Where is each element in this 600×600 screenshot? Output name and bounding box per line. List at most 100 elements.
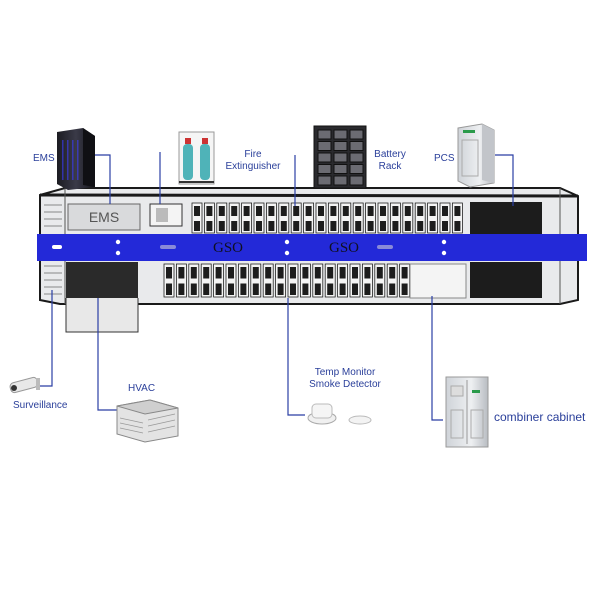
battery-module-slot bbox=[240, 283, 247, 295]
blue-band: GSO GSO bbox=[37, 234, 587, 261]
battery-module-slot bbox=[305, 206, 312, 216]
container-combiner bbox=[409, 263, 467, 299]
battery-module-slot bbox=[194, 221, 200, 231]
battery-module-slot bbox=[389, 283, 396, 295]
battery-module-slot bbox=[178, 283, 185, 295]
battery-module-slot bbox=[442, 206, 448, 216]
battery-module-slot bbox=[190, 283, 197, 295]
leader-surveillance bbox=[40, 290, 53, 387]
battery-module-slot bbox=[203, 283, 210, 295]
battery-racks-bottom bbox=[163, 263, 435, 298]
battery-module bbox=[188, 263, 200, 298]
battery-module bbox=[278, 202, 290, 234]
label-ems: EMS bbox=[33, 153, 55, 164]
battery-rack-cell bbox=[349, 164, 364, 174]
label-pcs: PCS bbox=[434, 153, 455, 164]
battery-racks-top bbox=[191, 202, 463, 234]
gso-left: GSO bbox=[213, 240, 243, 256]
battery-module-slot bbox=[330, 206, 337, 216]
battery-module-slot bbox=[218, 221, 225, 231]
pcs-cabinet-icon bbox=[457, 123, 495, 188]
battery-module-slot bbox=[417, 206, 424, 216]
leader-lines bbox=[40, 152, 514, 421]
battery-rack-cell bbox=[317, 152, 332, 163]
battery-module-slot bbox=[442, 221, 448, 231]
battery-module-slot bbox=[318, 206, 324, 216]
battery-module-slot bbox=[401, 283, 408, 295]
battery-module-slot bbox=[215, 283, 222, 295]
battery-module-slot bbox=[231, 206, 238, 216]
battery-module-slot bbox=[256, 221, 262, 231]
battery-rack-cell bbox=[333, 152, 348, 163]
battery-module-slot bbox=[376, 267, 383, 279]
battery-module-slot bbox=[352, 267, 358, 279]
battery-module-slot bbox=[290, 283, 296, 295]
battery-module-slot bbox=[228, 267, 234, 279]
battery-rack-cell bbox=[317, 164, 332, 174]
battery-module-slot bbox=[280, 206, 287, 216]
battery-module-slot bbox=[166, 283, 172, 295]
battery-module bbox=[451, 202, 463, 234]
battery-module-slot bbox=[364, 267, 371, 279]
battery-rack-icon bbox=[313, 125, 367, 189]
hvac-extension bbox=[65, 298, 139, 333]
battery-module-slot bbox=[166, 267, 172, 279]
battery-module-slot bbox=[302, 267, 309, 279]
battery-module bbox=[253, 202, 265, 234]
battery-module-slot bbox=[290, 267, 296, 279]
battery-module-slot bbox=[367, 206, 374, 216]
leader-hvac bbox=[97, 298, 117, 411]
battery-module-slot bbox=[392, 221, 399, 231]
battery-module-slot bbox=[293, 206, 300, 216]
battery-rack-cell bbox=[333, 141, 348, 151]
battery-rack-cell bbox=[349, 175, 364, 186]
battery-module-slot bbox=[203, 267, 210, 279]
battery-module bbox=[290, 202, 302, 234]
smoke-detector-icon bbox=[307, 403, 372, 425]
container-pcs bbox=[470, 202, 542, 234]
battery-module-slot bbox=[305, 221, 312, 231]
battery-module bbox=[361, 263, 373, 298]
battery-module-slot bbox=[252, 283, 259, 295]
battery-module-slot bbox=[454, 221, 461, 231]
battery-module bbox=[265, 202, 277, 234]
battery-rack-cell bbox=[317, 129, 332, 140]
battery-module bbox=[228, 202, 240, 234]
battery-module bbox=[349, 263, 361, 298]
battery-module bbox=[324, 263, 336, 298]
battery-module bbox=[200, 263, 212, 298]
label-surveillance: Surveillance bbox=[13, 400, 68, 411]
battery-module-slot bbox=[380, 206, 386, 216]
battery-module-slot bbox=[265, 267, 272, 279]
battery-module-slot bbox=[277, 267, 284, 279]
battery-module bbox=[337, 263, 349, 298]
gso-right: GSO bbox=[329, 240, 359, 256]
battery-rack-cell bbox=[349, 129, 364, 140]
hvac-unit-icon bbox=[116, 399, 179, 443]
battery-module bbox=[352, 202, 364, 234]
battery-module bbox=[225, 263, 237, 298]
battery-module-slot bbox=[454, 206, 461, 216]
battery-module-slot bbox=[206, 206, 213, 216]
battery-module-slot bbox=[228, 283, 234, 295]
battery-module-slot bbox=[215, 267, 222, 279]
battery-module bbox=[315, 202, 327, 234]
battery-module bbox=[377, 202, 389, 234]
battery-module-slot bbox=[256, 206, 262, 216]
battery-module-slot bbox=[268, 221, 275, 231]
battery-rack-cell bbox=[317, 175, 332, 186]
battery-module-slot bbox=[330, 221, 337, 231]
label-combiner-cabinet: combiner cabinet bbox=[494, 410, 586, 424]
battery-module bbox=[402, 202, 414, 234]
battery-module-slot bbox=[243, 206, 250, 216]
container-fire-unit-inner bbox=[156, 208, 168, 222]
battery-module-slot bbox=[352, 283, 358, 295]
ems-server-icon bbox=[57, 128, 95, 190]
battery-module-slot bbox=[280, 221, 287, 231]
battery-rack-cell bbox=[333, 175, 348, 186]
battery-module bbox=[439, 202, 451, 234]
battery-module-slot bbox=[342, 221, 349, 231]
